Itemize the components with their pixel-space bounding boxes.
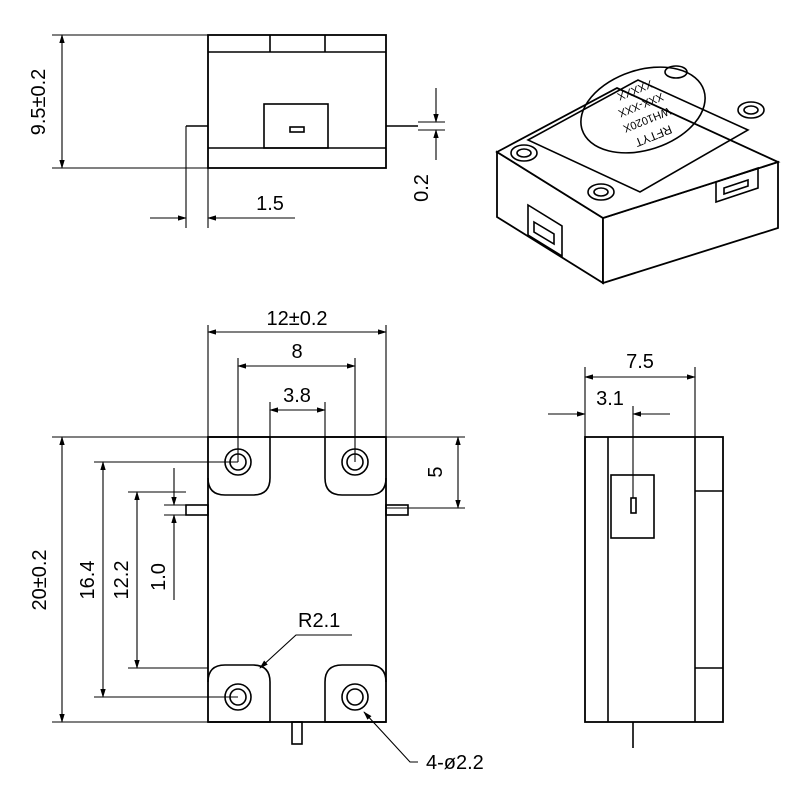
label-disc — [580, 66, 706, 154]
dim-pin-thickness: 0.2 — [411, 174, 433, 202]
dim-edge-hole: 5 — [425, 466, 447, 477]
dim-height: 9.5±0.2 — [28, 69, 50, 136]
dim-width: 12±0.2 — [266, 308, 327, 330]
dim-corner-radius: R2.1 — [298, 610, 340, 632]
dim-length: 20±0.2 — [29, 549, 51, 610]
dim-pin-spacing: 12.2 — [111, 561, 133, 600]
dim-pin-offset: 1.5 — [256, 193, 284, 215]
front-view — [52, 34, 445, 228]
dim-pin-width: 1.0 — [148, 563, 170, 591]
isometric-view — [495, 65, 781, 285]
dim-side-width: 7.5 — [626, 351, 654, 373]
side-view — [548, 367, 724, 748]
dim-holes: 4-ø2.2 — [426, 752, 484, 774]
dim-hole-spacing: 8 — [291, 341, 302, 363]
dim-hole-pitch: 16.4 — [77, 561, 99, 600]
dim-slot-width: 3.8 — [283, 385, 311, 407]
top-view — [52, 325, 465, 763]
dim-side-offset: 3.1 — [596, 388, 624, 410]
